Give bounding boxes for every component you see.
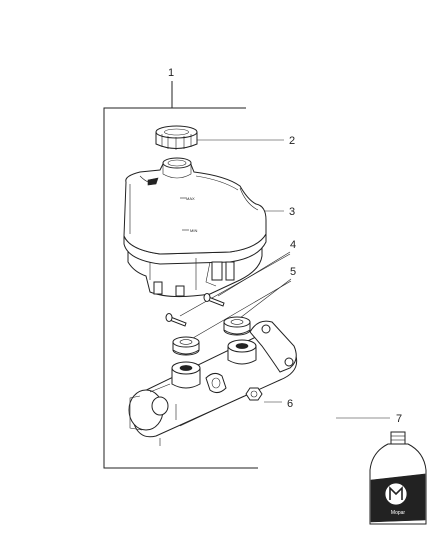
callout-2: 2: [289, 135, 295, 147]
assembly-bracket: [103, 81, 258, 469]
grommets: [172, 316, 251, 356]
bottle-logo-text: Mopar: [391, 510, 406, 516]
callout-4: 4: [290, 239, 296, 251]
brake-fluid-bottle: Mopar: [369, 431, 427, 525]
callout-1: 1: [168, 67, 174, 79]
callout-7: 7: [396, 413, 402, 425]
min-mark: MIN: [190, 228, 197, 233]
master-cylinder: [128, 320, 298, 446]
plug: [245, 387, 263, 401]
reservoir: MAX MIN: [123, 157, 267, 298]
leader-lines: [179, 139, 390, 419]
callout-5: 5: [290, 266, 296, 278]
retaining-pins: [165, 293, 225, 327]
callout-3: 3: [289, 206, 295, 218]
callout-6: 6: [287, 398, 293, 410]
max-mark: MAX: [186, 196, 195, 201]
reservoir-cap: [155, 125, 198, 150]
